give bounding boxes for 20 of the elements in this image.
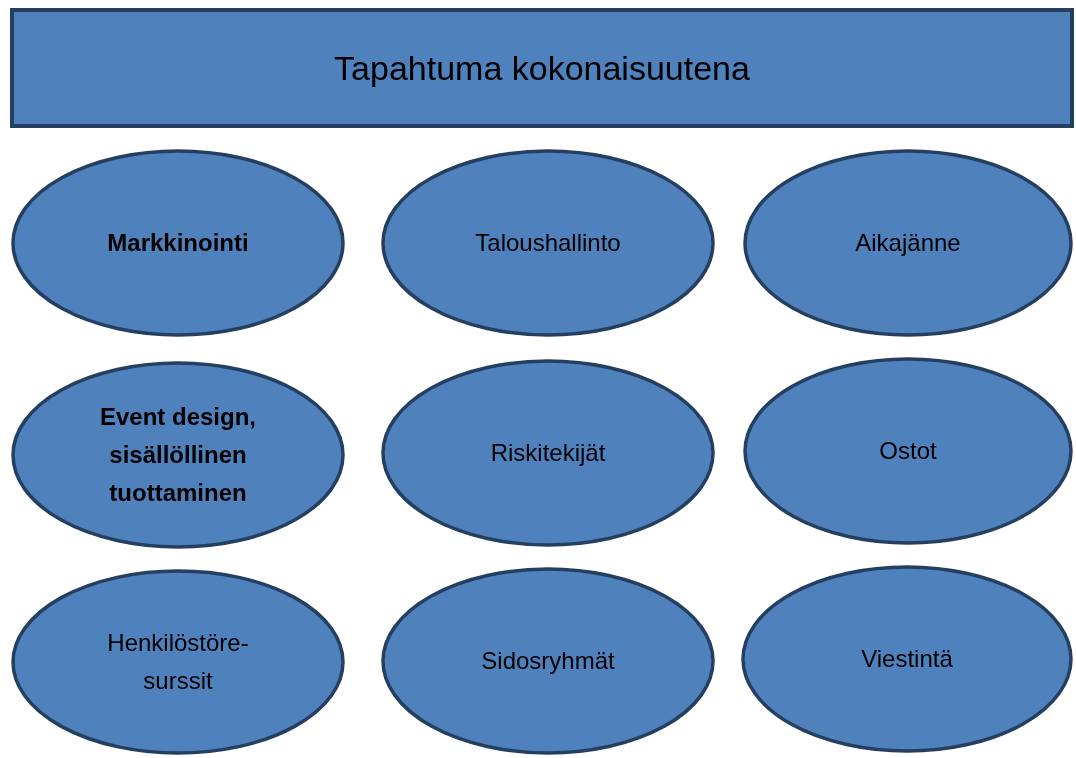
topic-ellipse xyxy=(380,566,716,756)
topic-ellipse xyxy=(742,148,1074,338)
topic-ellipse xyxy=(742,356,1074,546)
topic-label: Markkinointi xyxy=(107,228,249,258)
topic-label: Event design, sisällöllinen tuottaminen xyxy=(98,402,257,508)
title-banner xyxy=(10,8,1074,128)
topic-label: Riskitekijät xyxy=(490,438,606,468)
title-text: Tapahtuma kokonaisuutena xyxy=(334,49,750,87)
topic-ellipse xyxy=(740,564,1074,754)
topic-label: Ostot xyxy=(879,436,937,466)
topic-ellipse xyxy=(10,360,346,550)
topic-ellipse xyxy=(10,568,346,756)
topic-label: Henkilöstöre- surssit xyxy=(106,628,250,696)
topic-label: Viestintä xyxy=(861,644,953,674)
topic-ellipse xyxy=(380,148,716,338)
topic-label: Sidosryhmät xyxy=(481,646,615,676)
topic-label: Taloushallinto xyxy=(475,228,621,258)
topic-ellipse xyxy=(10,148,346,338)
topic-ellipse xyxy=(380,358,716,548)
topic-label: Aikajänne xyxy=(855,228,961,258)
